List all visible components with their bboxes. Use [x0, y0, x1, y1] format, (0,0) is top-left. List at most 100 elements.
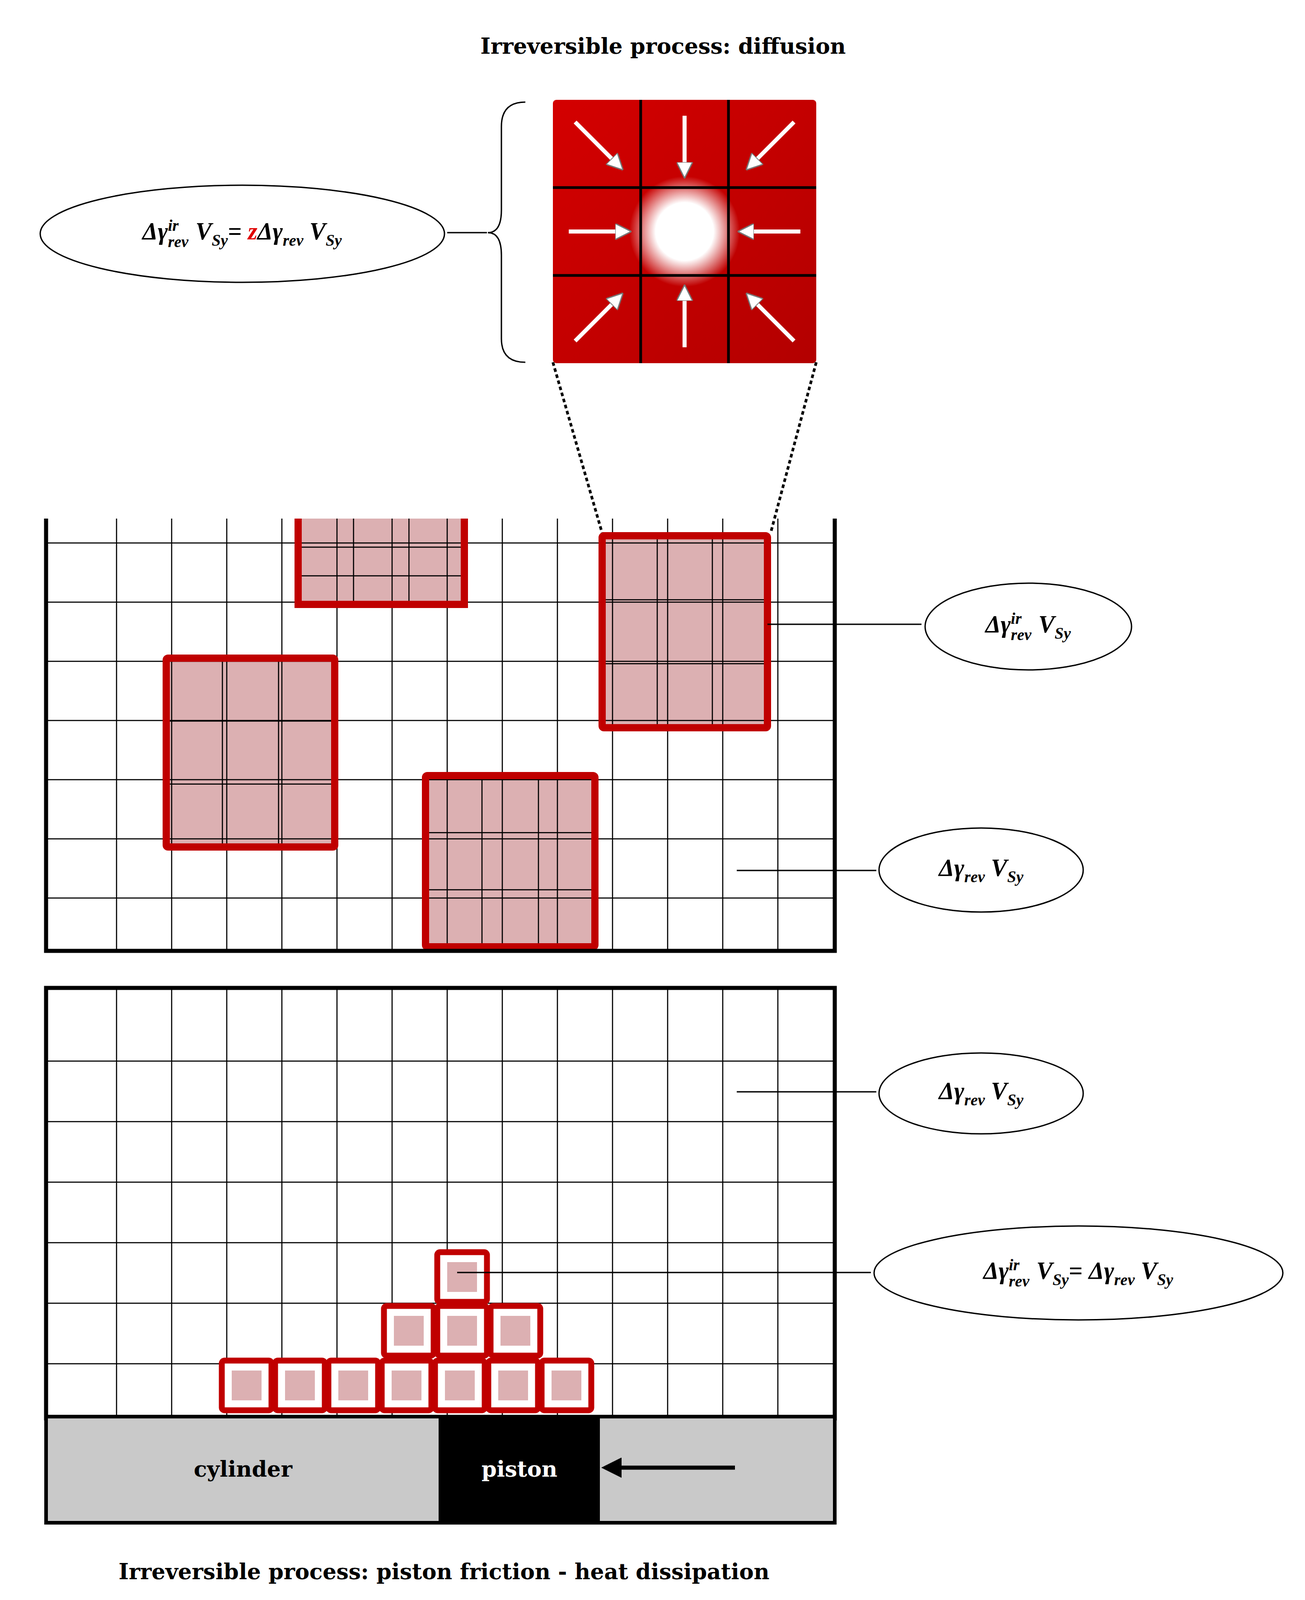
heat-fill [551, 1370, 582, 1401]
white-glow [552, 99, 817, 364]
heat-cell [437, 1252, 487, 1302]
cell-line [552, 274, 817, 277]
ellipse [879, 827, 1084, 913]
cell-line [166, 783, 335, 785]
grid-line [777, 987, 779, 1419]
cell-line [537, 775, 540, 947]
red-border [425, 775, 595, 947]
grid-line [667, 987, 669, 1419]
pink-fill [166, 658, 335, 847]
heat-cell [328, 1360, 379, 1411]
diffusion-arrow [744, 229, 801, 234]
ellipse-callout: Δγirrev VSy= Δγrev VSy [872, 1224, 1285, 1322]
ellipse [874, 1225, 1283, 1320]
leader-line [736, 870, 877, 872]
grid-line [446, 518, 449, 951]
grid-line [171, 987, 173, 1419]
cell-line [408, 518, 410, 605]
grid-line [722, 518, 724, 951]
red-border [602, 535, 768, 728]
ellipse-text-group: Δγrev VSy [939, 853, 1024, 887]
cell-line [277, 658, 280, 847]
vessel-border [46, 518, 835, 951]
pink-fill [425, 775, 595, 947]
heat-fill [447, 1262, 478, 1292]
grid-line [46, 1121, 835, 1123]
leader-line [457, 1272, 871, 1274]
ellipse [925, 583, 1132, 670]
grid-line [612, 987, 614, 1419]
caption: Irreversible process: piston friction - … [118, 1558, 770, 1585]
formula-text: Δγirrev VSy= zΔγrev VSy [142, 216, 342, 250]
cell-line [298, 575, 465, 577]
leader-line [767, 623, 922, 626]
heat-cell [381, 1360, 432, 1411]
heat-cell [437, 1305, 487, 1356]
curly-brace [487, 102, 526, 363]
heat-fill [338, 1370, 369, 1401]
ellipse-callout: Δγirrev VSy [923, 581, 1133, 672]
grid-line [556, 987, 559, 1419]
cell-line [602, 663, 768, 665]
grid-line [667, 518, 669, 951]
grid-line [391, 518, 393, 951]
ellipse-callout: Δγrev VSy [877, 1051, 1085, 1136]
ellipse [879, 1052, 1084, 1134]
pink-fill [298, 518, 465, 605]
ellipse-text-group: Δγirrev VSy= zΔγrev VSy [142, 216, 342, 250]
cell-line [727, 99, 730, 364]
diffusion-arrow [750, 121, 795, 166]
part-label: cylinder [193, 1456, 293, 1482]
heat-cell [383, 1305, 434, 1356]
diffusion-arrow [575, 121, 619, 166]
cell-line [425, 832, 595, 834]
piston [438, 1416, 600, 1523]
diffusion-arrow [575, 297, 619, 342]
diffusion-arrow [682, 291, 687, 348]
diffusion-arrow [682, 115, 687, 172]
grid-line [281, 987, 283, 1419]
grid-line [777, 518, 779, 951]
grid-line [556, 518, 559, 951]
diffusion-arrow [750, 297, 795, 342]
cell-line [639, 99, 642, 364]
top-grid [46, 518, 835, 951]
cell-line [298, 546, 465, 548]
heat-cell [275, 1360, 325, 1411]
heat-fill [231, 1370, 262, 1401]
diffusion-zoom [552, 99, 817, 364]
ellipse [40, 185, 445, 283]
grid-line [46, 897, 835, 899]
red-border [166, 658, 335, 847]
cell-line [552, 186, 817, 189]
grid-line [46, 1242, 835, 1244]
ellipse-text-group: Δγirrev VSy= Δγrev VSy [983, 1256, 1174, 1290]
grid-line [612, 518, 614, 951]
formula-text: Δγrev VSy [939, 853, 1024, 887]
heat-fill [444, 1370, 475, 1401]
cell-line [221, 658, 224, 847]
zoom-line [552, 362, 603, 534]
red-border [298, 518, 465, 605]
cell-line [166, 720, 335, 722]
cell-line [602, 598, 768, 601]
formula-text: Δγirrev VSy= Δγrev VSy [983, 1256, 1174, 1290]
cell-line [656, 535, 659, 728]
heat-cell [488, 1360, 538, 1411]
leader-line [736, 1091, 877, 1093]
heat-fill [391, 1370, 422, 1401]
ellipse-callout: Δγrev VSy [877, 826, 1085, 914]
heat-cell [541, 1360, 592, 1411]
heat-fill [447, 1315, 478, 1346]
heat-cell [490, 1305, 541, 1356]
grid-line [46, 1181, 835, 1184]
grid-line [46, 542, 835, 544]
title: Irreversible process: diffusion [480, 33, 847, 59]
leader-line [447, 232, 487, 234]
heat-fill [500, 1315, 531, 1346]
grid-line [46, 1060, 835, 1062]
grid-line [226, 518, 228, 951]
formula-text: Δγirrev VSy [985, 609, 1072, 643]
ellipse-text-group: Δγrev VSy [939, 1076, 1024, 1110]
